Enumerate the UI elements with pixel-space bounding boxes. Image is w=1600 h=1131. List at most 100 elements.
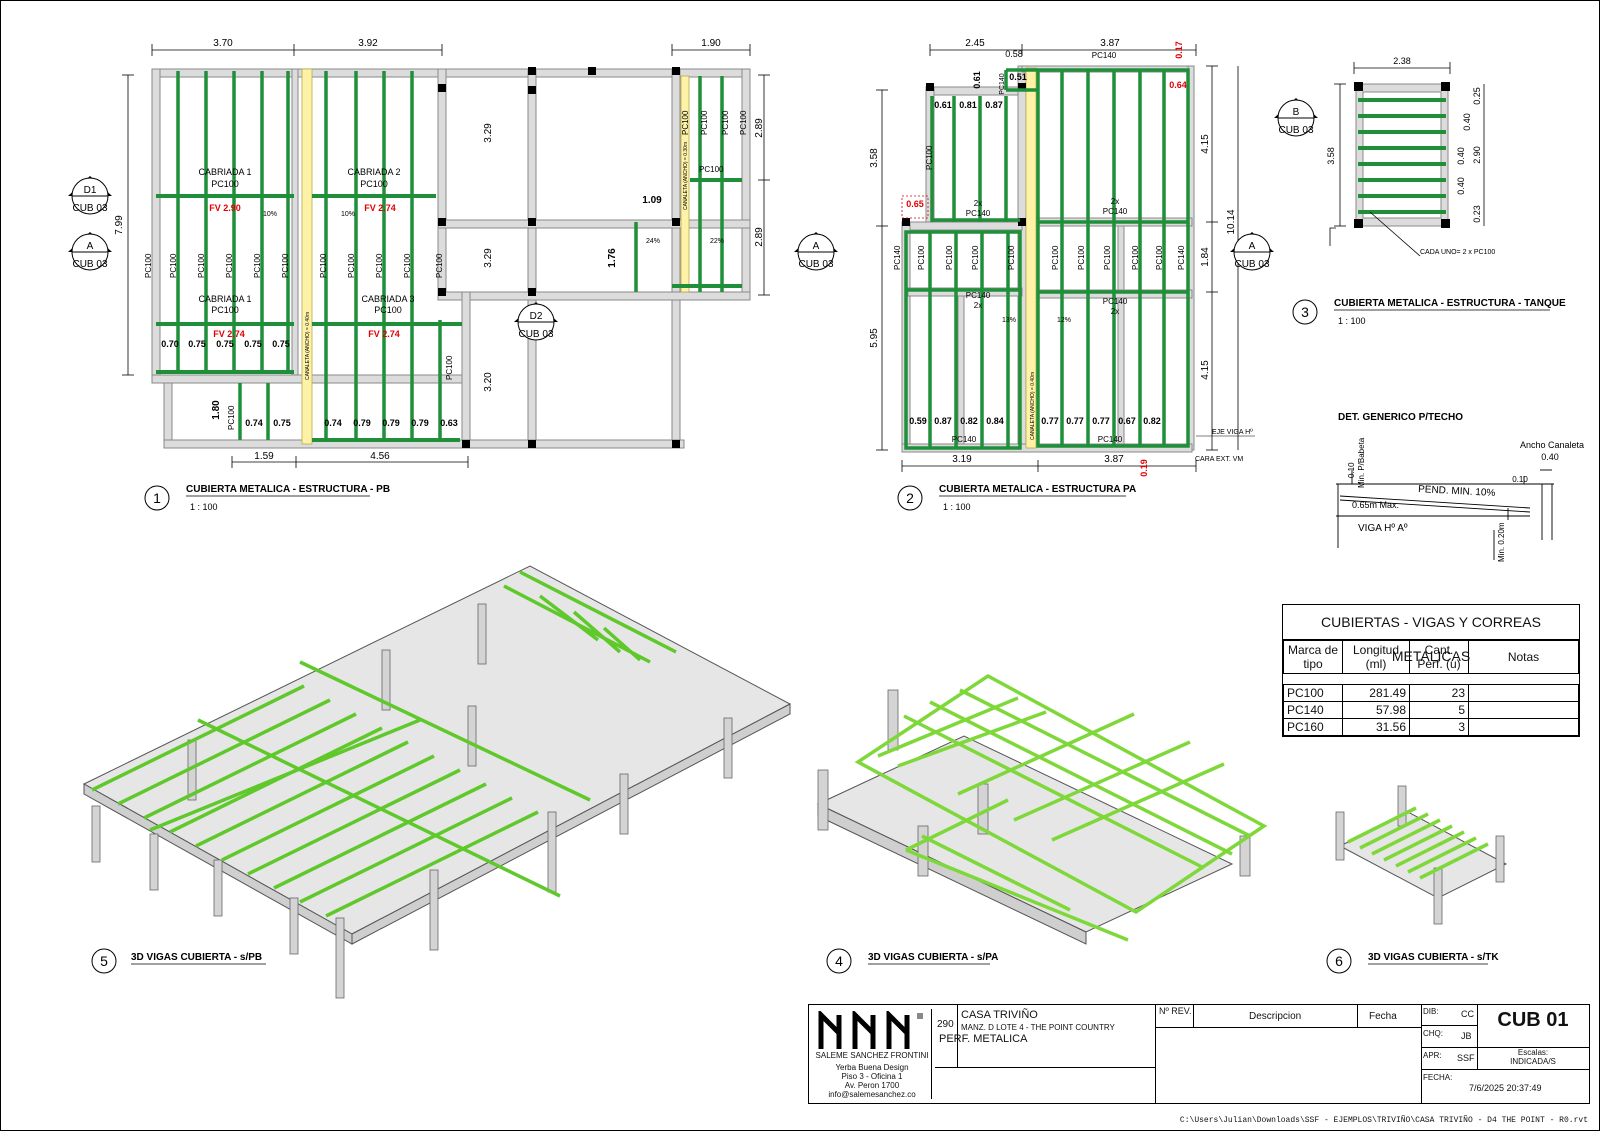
cara-label: CARA EXT. VM [1195, 456, 1243, 463]
firm-logo: SALEME SANCHEZ FRONTINI Yerba Buena Desi… [813, 1009, 932, 1099]
spacing-pa-bottom: 0.82 [1143, 416, 1161, 426]
dim-top-1: 3.70 [213, 38, 233, 49]
dim-pa-top-3: 3.87 [1100, 38, 1120, 49]
spacing-pa-bottom: 0.77 [1092, 416, 1110, 426]
plan-3-tank: 2.38 3.58 0.25 0.40 2.90 0.40 0.40 0.23 … [1274, 56, 1566, 326]
slope-pa-2: 12% [1057, 317, 1071, 324]
purlin-pc100: PC100 [1155, 245, 1164, 270]
tank-dim-right: 0.23 [1472, 205, 1482, 223]
dim-bottom-2: 4.56 [370, 451, 390, 462]
view-number: 1 [153, 490, 161, 506]
view-number: 3 [1301, 304, 1309, 320]
svg-text:A: A [1249, 241, 1256, 252]
purlin-pc100: PC100 [1103, 245, 1112, 270]
detail-gutter: Ancho Canaleta [1520, 440, 1584, 450]
section-marker-d2[interactable]: D2 CUB 03 [514, 302, 558, 341]
purlin-label: PC100 [721, 110, 730, 135]
spacing-pa-top: 0.81 [959, 100, 977, 110]
purlin-pc100: PC100 [945, 245, 954, 270]
3d-view-pa: 4 3D VIGAS CUBIERTA - s/PA [816, 673, 1268, 974]
dim-pa-top-2: 0.58 [1005, 49, 1023, 59]
purlin-pc140: PC140 [1177, 245, 1186, 270]
view-number: 2 [906, 490, 914, 506]
spacing-a: 0.75 [244, 339, 262, 349]
purlin-label: PC100 [445, 355, 454, 380]
view-number: 5 [100, 953, 108, 969]
purlin-label: PC100 [253, 253, 262, 278]
purlin-pc100: PC100 [917, 245, 926, 270]
sheet-title: PERF. METALICA [939, 1033, 1028, 1045]
slope-1: 10% [263, 211, 277, 218]
dim-small-a: 1.09 [642, 195, 662, 206]
spacing-pa-bottom: 0.82 [960, 416, 978, 426]
slope-4: 22% [710, 238, 724, 245]
section-marker-b[interactable]: B CUB 03 [1274, 98, 1318, 137]
col-header: Marca de tipo [1283, 640, 1343, 674]
section-marker-a-pa[interactable]: A CUB 03 [1230, 232, 1274, 271]
purlin-label: PC100 [281, 253, 290, 278]
dim-pa-bottom-1: 3.19 [952, 454, 972, 465]
schedule-title: CUBIERTAS - VIGAS Y CORREAS METALICAS [1283, 605, 1579, 664]
label-pc140-bottom: PC140 [1098, 435, 1123, 444]
spacing-a: 0.75 [216, 339, 234, 349]
label-2x: 2x [974, 301, 982, 310]
purlin-label: PC100 [169, 253, 178, 278]
spacing-b: 0.75 [273, 418, 291, 428]
svg-text:D2: D2 [530, 311, 543, 322]
dim-pa-bottom-2: 3.87 [1104, 454, 1124, 465]
tank-dim-right: 0.40 [1456, 147, 1466, 165]
truss-4-fv: FV 2.74 [368, 329, 400, 339]
gutter-label-pb: CANALETA (ANCHO) = 0.40m [305, 312, 311, 380]
detail-slope: PEND. MIN. 10% [1418, 484, 1496, 499]
dim-mid-3: 3.20 [483, 372, 494, 392]
svg-text:B: B [1293, 107, 1300, 118]
tank-note: CADA UNO= 2 x PC100 [1420, 249, 1495, 256]
dim-small-b: 1.76 [607, 248, 618, 268]
dim-pa-left-2: 5.95 [869, 328, 880, 348]
spacing-a: 0.75 [188, 339, 206, 349]
svg-text:CUB 03: CUB 03 [1234, 259, 1269, 270]
spacing-pa-bottom: 0.87 [934, 416, 952, 426]
spacing-pa-bottom: 0.59 [909, 416, 927, 426]
view-number: 4 [835, 953, 843, 969]
spacing-b: 0.79 [382, 418, 400, 428]
eje-label: EJE VIGA Hº [1212, 429, 1253, 436]
spacing-pa-top: 0.87 [985, 100, 1003, 110]
dim-bottom-1: 1.59 [254, 451, 274, 462]
section-marker-a-right[interactable]: A CUB 03 [794, 232, 838, 271]
svg-text:D1: D1 [84, 185, 97, 196]
tank-dim-right: 0.40 [1462, 113, 1472, 131]
tank-dim-right: 0.25 [1472, 87, 1482, 105]
purlin-pc100: PC100 [971, 245, 980, 270]
label-pc140: PC140 [1103, 207, 1128, 216]
purlin-pc100: PC100 [1131, 245, 1140, 270]
section-marker-d1[interactable]: D1 CUB 03 [68, 176, 112, 215]
purlin-label: PC100 [681, 110, 690, 135]
purlin-label: PC100 [375, 253, 384, 278]
purlin-pc100: PC100 [1077, 245, 1086, 270]
job-number: 290 [937, 1019, 954, 1030]
truss-3-name: CABRIADA 1 [198, 294, 251, 304]
rev-no: Nº REV. [1159, 1006, 1192, 1016]
gutter-label-pb-b: CANALETA (ANCHO) = 0.30m [683, 142, 689, 210]
dim-right-2: 2.89 [754, 227, 765, 247]
view-number: 6 [1335, 953, 1343, 969]
spacing-pa-bottom: 0.77 [1066, 416, 1084, 426]
dim-pa-right-1: 4.15 [1200, 134, 1211, 154]
label-2x: 2x [1111, 307, 1119, 316]
label-pc140-bottom: PC140 [952, 435, 977, 444]
title-block: SALEME SANCHEZ FRONTINI Yerba Buena Desi… [808, 1004, 1590, 1104]
section-marker-a-left[interactable]: A CUB 03 [68, 232, 112, 271]
label-2x: 2x [1111, 197, 1119, 206]
dim-pa-top-1: 2.45 [965, 38, 985, 49]
label-pc140-small: PC140 [999, 73, 1006, 95]
dim-red-a: 0.65 [906, 199, 924, 209]
dim-pa-left-1: 3.58 [869, 148, 880, 168]
dim-pa-right-2: 1.84 [1200, 247, 1211, 267]
dim-pa-total: 10.14 [1226, 209, 1237, 234]
spacing-b: 0.74 [245, 418, 263, 428]
dim-mid-1: 3.29 [483, 123, 494, 143]
detail-010b: 0.10 [1512, 475, 1528, 484]
